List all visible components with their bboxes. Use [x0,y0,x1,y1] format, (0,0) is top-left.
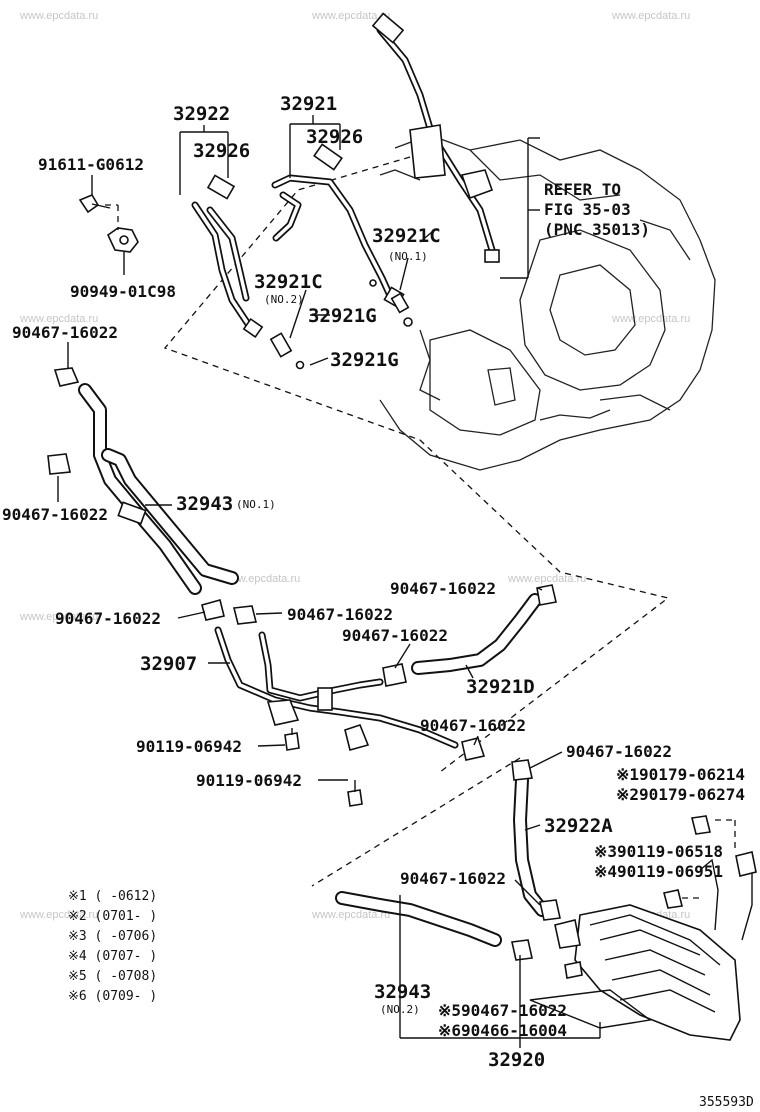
leader-lines [57,115,601,1048]
watermark: www.epcdata.ru [311,10,390,22]
refer-line-1: REFER TO [544,180,621,199]
label-32921G: 32921G [330,349,399,371]
label-90467-16022: 90467-16022 [390,579,496,598]
label-90119-06518: ※390119-06518 [594,842,723,861]
label-90467-16022: 90467-16022 [55,609,161,628]
part-labels: 32922 32921 32926 32926 91611-G0612 9094… [2,93,745,1071]
label-91611-G0612: 91611-G0612 [38,155,144,174]
label-32926: 32926 [193,140,250,162]
label-90467-16022: 90467-16022 [342,626,448,645]
watermark: www.epcdata.ru [611,10,690,22]
label-32943-no2-sub: (NO.2) [380,1003,420,1016]
footnote-4: ※4 (0707- ) [68,949,157,964]
watermark: www.epcdata.ru [19,313,98,325]
label-32922: 32922 [173,103,230,125]
refer-line-2: FIG 35-03 [544,200,631,219]
hose-32921D [411,584,557,675]
label-90467-16022: 90467-16022 [420,716,526,735]
hose-32943-no2 [335,891,533,961]
label-32921C-no1: 32921C [372,225,441,247]
upper-cooler-pipes [191,143,413,370]
watermarks: www.epcdata.ru www.epcdata.ru www.epcdat… [19,10,690,921]
label-90467-16022: 90467-16022 [287,605,393,624]
label-32920: 32920 [488,1049,545,1071]
label-32926: 32926 [306,126,363,148]
label-90119-06942: 90119-06942 [196,771,302,790]
footnote-6: ※6 (0709- ) [68,989,157,1004]
bolt-clamp [78,193,139,253]
label-90467-16022-v5: ※590467-16022 [438,1001,567,1020]
label-90179-06214: ※190179-06214 [616,765,745,784]
watermark: www.epcdata.ru [221,573,300,585]
label-90467-16022: 90467-16022 [566,742,672,761]
label-90466-16004-v6: ※690466-16004 [438,1021,567,1040]
hose-32943-no1 [47,367,239,595]
engine-boundary [163,156,670,773]
filler-tube [371,12,500,263]
figure-code: 355593D [699,1095,754,1110]
oil-cooler-32920 [529,815,757,1041]
footnotes: ※1 ( -0612) ※2 (0701- ) ※3 ( -0706) ※4 (… [68,889,157,1004]
pipe-32907 [201,599,486,807]
watermark: www.epcdata.ru [507,573,586,585]
watermark: www.epcdata.ru [311,909,390,921]
label-32921C-no2-sub: (NO.2) [264,293,304,306]
label-90467-16022: 90467-16022 [2,505,108,524]
watermark: www.epcdata.ru [19,10,98,22]
refer-line-3: (PNC 35013) [544,220,650,239]
transmission-outline [379,134,716,471]
label-90119-06951: ※490119-06951 [594,862,723,881]
label-90467-16022: 90467-16022 [12,323,118,342]
label-32921G: 32921G [308,305,377,327]
label-32922A: 32922A [544,815,613,837]
footnote-3: ※3 ( -0706) [68,929,157,944]
hose-32922A [511,759,561,921]
label-90467-16022: 90467-16022 [400,869,506,888]
label-90179-06274: ※290179-06274 [616,785,745,804]
label-32943-no1: 32943 [176,493,233,515]
footnote-1: ※1 ( -0612) [68,889,157,904]
footnote-5: ※5 ( -0708) [68,969,157,984]
watermark: www.epcdata.ru [611,313,690,325]
watermark: www.epcdata.ru [19,909,98,921]
label-32921C-no2: 32921C [254,271,323,293]
label-90949-01C98: 90949-01C98 [70,282,176,301]
label-32921: 32921 [280,93,337,115]
label-32943-no1-sub: (NO.1) [236,498,276,511]
label-32943-no2: 32943 [374,981,431,1003]
watermark: www.epcdata.ru [19,611,98,623]
footnote-2: ※2 (0701- ) [68,909,157,924]
label-32921C-no1-sub: (NO.1) [388,250,428,263]
label-32921D: 32921D [466,676,535,698]
label-90119-06942: 90119-06942 [136,737,242,756]
lower-boundary [311,757,521,887]
label-32907: 32907 [140,653,197,675]
